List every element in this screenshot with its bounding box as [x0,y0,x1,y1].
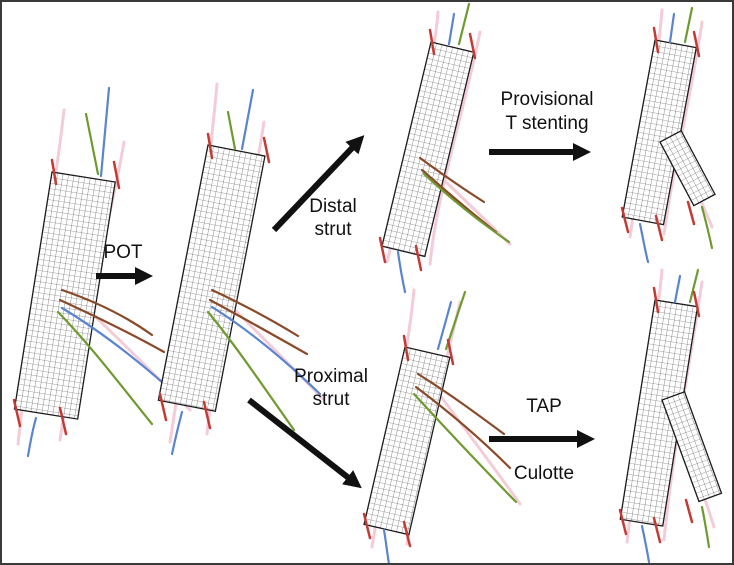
side-branch-wire-green [700,505,711,549]
guidewire-red [202,400,212,430]
tap-label: TAP [526,396,562,417]
arrow-proximal-strut [247,397,362,489]
guidewire-red [50,158,58,186]
provisional-t-stenting-label-line2: T stenting [505,113,588,134]
guidewire-red [620,206,630,234]
stent-figure-tap-culotte-result [618,268,723,563]
guidewire-red [58,406,68,436]
guidewire-blue [240,88,255,151]
stent-mesh [157,144,266,413]
guidewire-red [618,508,628,536]
side-branch-wire-brown [208,298,309,356]
guidewire-red [652,26,660,54]
distal-strut-label-line2: strut [315,219,353,240]
guidewire-blue [396,250,407,294]
stent-mesh [621,39,698,226]
side-branch-wire-green [412,392,518,504]
guidewire-blue [447,12,456,46]
side-branch-stent-mesh [661,390,723,503]
side-branch-wire-brown [416,372,506,436]
arrow-distal-strut [271,135,365,233]
stent-figure-initial [12,86,192,458]
side-branch-wire-green [206,310,296,432]
side-branch-stent-mesh [659,129,716,207]
guidewire-red [428,28,436,56]
guidewire-red [378,236,387,264]
guidewire-blue [26,416,38,458]
stent-mesh [381,41,475,258]
guidewire-blue [99,86,111,178]
guidewire-blue [638,222,650,264]
guidewire-red [652,286,660,314]
guidewire-green [688,268,700,304]
guidewire-green [84,112,100,176]
guidewire-red [362,512,372,540]
guidewire-red [468,32,477,60]
side-branch-wire-brown [210,288,300,338]
guidewire-red [402,520,412,548]
guidewire-red [402,334,410,362]
guidewire-red [684,498,694,524]
guidewire-red [652,516,662,544]
stent-figure-after-pot [157,82,326,456]
side-branch-wire-green [56,310,154,426]
pot-label: POT [103,242,142,263]
stent-figure-distal-strut [378,2,512,294]
guidewire-red [12,398,22,428]
guidewire-red [112,160,121,190]
side-branch-wire-brown [418,156,486,204]
stent-mesh [363,346,451,536]
stent-figure-t-stent-result [620,6,716,264]
side-branch-wire-brown [58,298,166,354]
provisional-t-stenting-label-line1: Provisional [501,89,594,110]
side-branch-wire-blue [210,305,322,396]
stent-mesh [13,171,116,420]
guidewire-red [414,244,423,272]
guidewire-red [692,30,701,58]
guidewire-blue [170,410,184,456]
culotte-label: Culotte [514,463,574,484]
guidewire-red [686,200,696,226]
distal-strut-label-line1: Distal [309,196,357,217]
proximal-strut-label-line2: strut [313,389,351,410]
guidewire-red [158,392,168,422]
side-branch-wire-green [422,172,511,244]
guidewire-blue [673,274,682,304]
guidewire-red [446,338,455,366]
guidewire-red [692,290,701,318]
vessel-wall [428,30,482,266]
guidewire-green [457,2,471,46]
guidewire-red [654,214,664,242]
guidewire-blue [382,528,390,563]
guidewire-green [226,110,237,151]
guidewire-red [206,132,214,160]
guidewire-blue [668,12,676,44]
side-branch-wire-brown [414,385,512,470]
guidewire-green [683,6,694,44]
stent-figure-proximal-strut [362,288,522,563]
guidewire-blue [436,300,453,351]
side-branch-wire-brown [60,288,154,337]
guidewire-blue [640,524,651,563]
guidewire-red [262,136,271,164]
guidewire-green [444,290,467,351]
proximal-strut-label-line1: Proximal [294,366,368,387]
vessel-side-branch [428,380,522,506]
side-branch-wire-green [700,205,714,250]
